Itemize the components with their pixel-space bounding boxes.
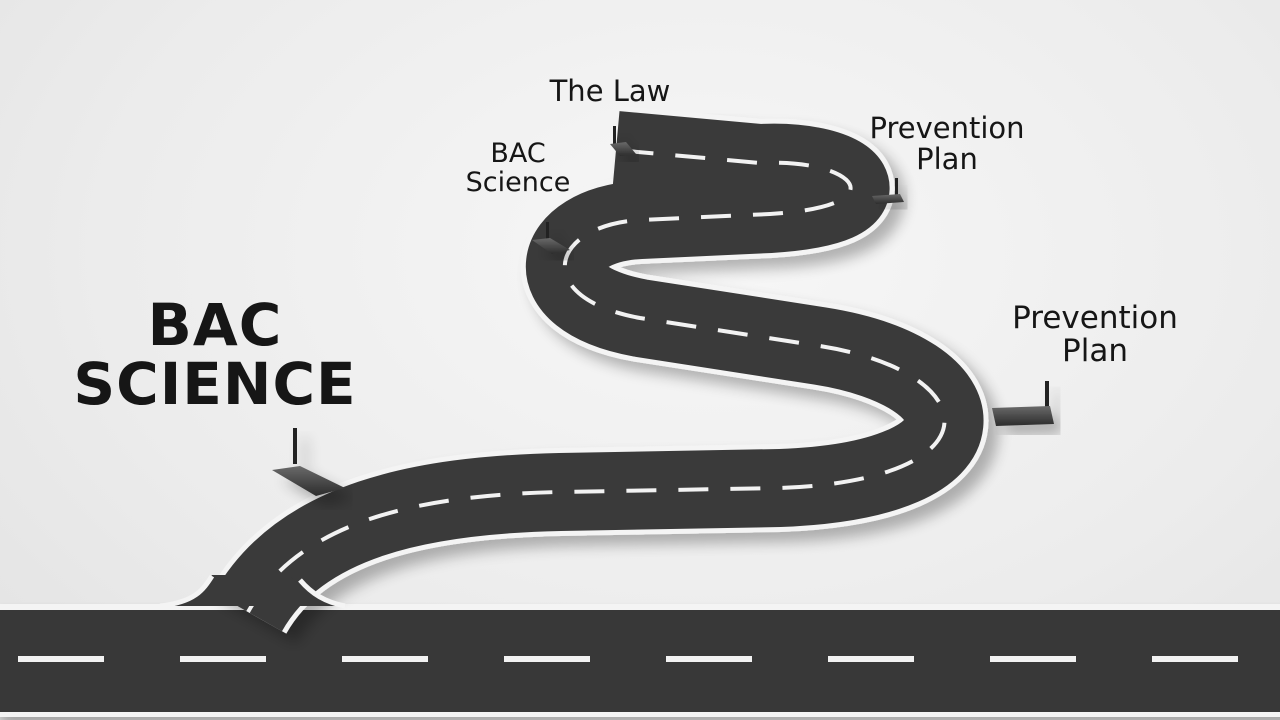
winding-road-lane-marking <box>246 148 947 613</box>
sign-prevention-plan-top <box>872 178 904 204</box>
label-prevention-plan-top-line1: Prevention <box>869 111 1025 145</box>
sign-the-law <box>610 126 636 156</box>
label-bac-science-small-line2: Science <box>465 166 571 198</box>
label-prevention-plan-top-line2: Plan <box>916 141 978 176</box>
label-bac-science-large-line1: BAC <box>147 291 283 359</box>
sign-bac-science-large <box>272 428 345 496</box>
label-bac-science-large: BAC SCIENCE <box>70 291 360 419</box>
winding-road <box>209 106 989 636</box>
label-bac-science-large-line2: SCIENCE <box>73 350 357 419</box>
sign-bac-science-small <box>532 222 570 254</box>
sign-prevention-plan-right <box>992 381 1054 426</box>
label-prevention-plan-right: Prevention Plan <box>995 302 1195 368</box>
label-prevention-plan-top: Prevention Plan <box>852 113 1042 174</box>
label-bac-science-small: BAC Science <box>448 138 588 198</box>
label-the-law: The Law <box>530 76 690 107</box>
label-the-law-text: The Law <box>549 74 671 108</box>
label-prevention-plan-right-line2: Plan <box>1062 332 1128 369</box>
label-prevention-plan-right-line1: Prevention <box>1012 300 1178 336</box>
label-bac-science-small-line1: BAC <box>490 138 546 169</box>
